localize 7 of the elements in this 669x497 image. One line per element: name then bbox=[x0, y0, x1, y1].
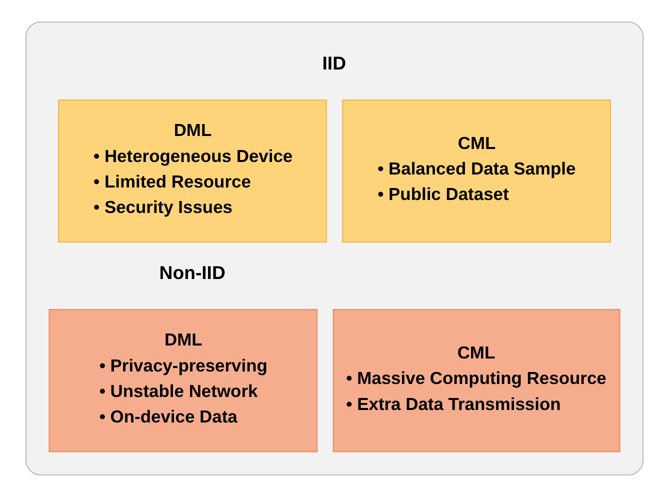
label: Non-IID bbox=[159, 262, 226, 284]
node-box: CML • Massive Computing Resource • Extra Data Transmission bbox=[332, 309, 620, 452]
cluster bbox=[25, 21, 644, 476]
node-box: DML • Privacy-preserving • Unstable Network • On-device Data bbox=[48, 309, 318, 452]
node-box: DML • Heterogeneous Device • Limited Resource • Security Issues bbox=[58, 99, 327, 243]
node-box: CML • Balanced Data Sample • Public Dataset bbox=[342, 99, 612, 243]
label: IID bbox=[322, 52, 346, 74]
